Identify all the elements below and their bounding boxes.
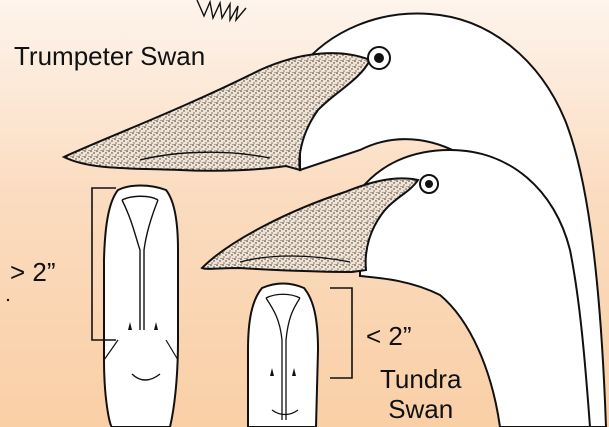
- tundra-bracket: [330, 288, 352, 378]
- trumpeter-bill-topview: [104, 186, 178, 427]
- tundra-label-line2: Swan: [380, 395, 461, 425]
- less-than-measure-label: < 2”: [366, 322, 412, 352]
- trumpeter-swan-label: Trumpeter Swan: [14, 42, 205, 72]
- tundra-bill-topview: [248, 284, 318, 427]
- tundra-label-line1: Tundra: [380, 365, 461, 395]
- greater-than-measure-label: > 2”: [10, 258, 56, 288]
- plant-tuft: [197, 0, 246, 20]
- tundra-swan-label: Tundra Swan: [380, 365, 461, 425]
